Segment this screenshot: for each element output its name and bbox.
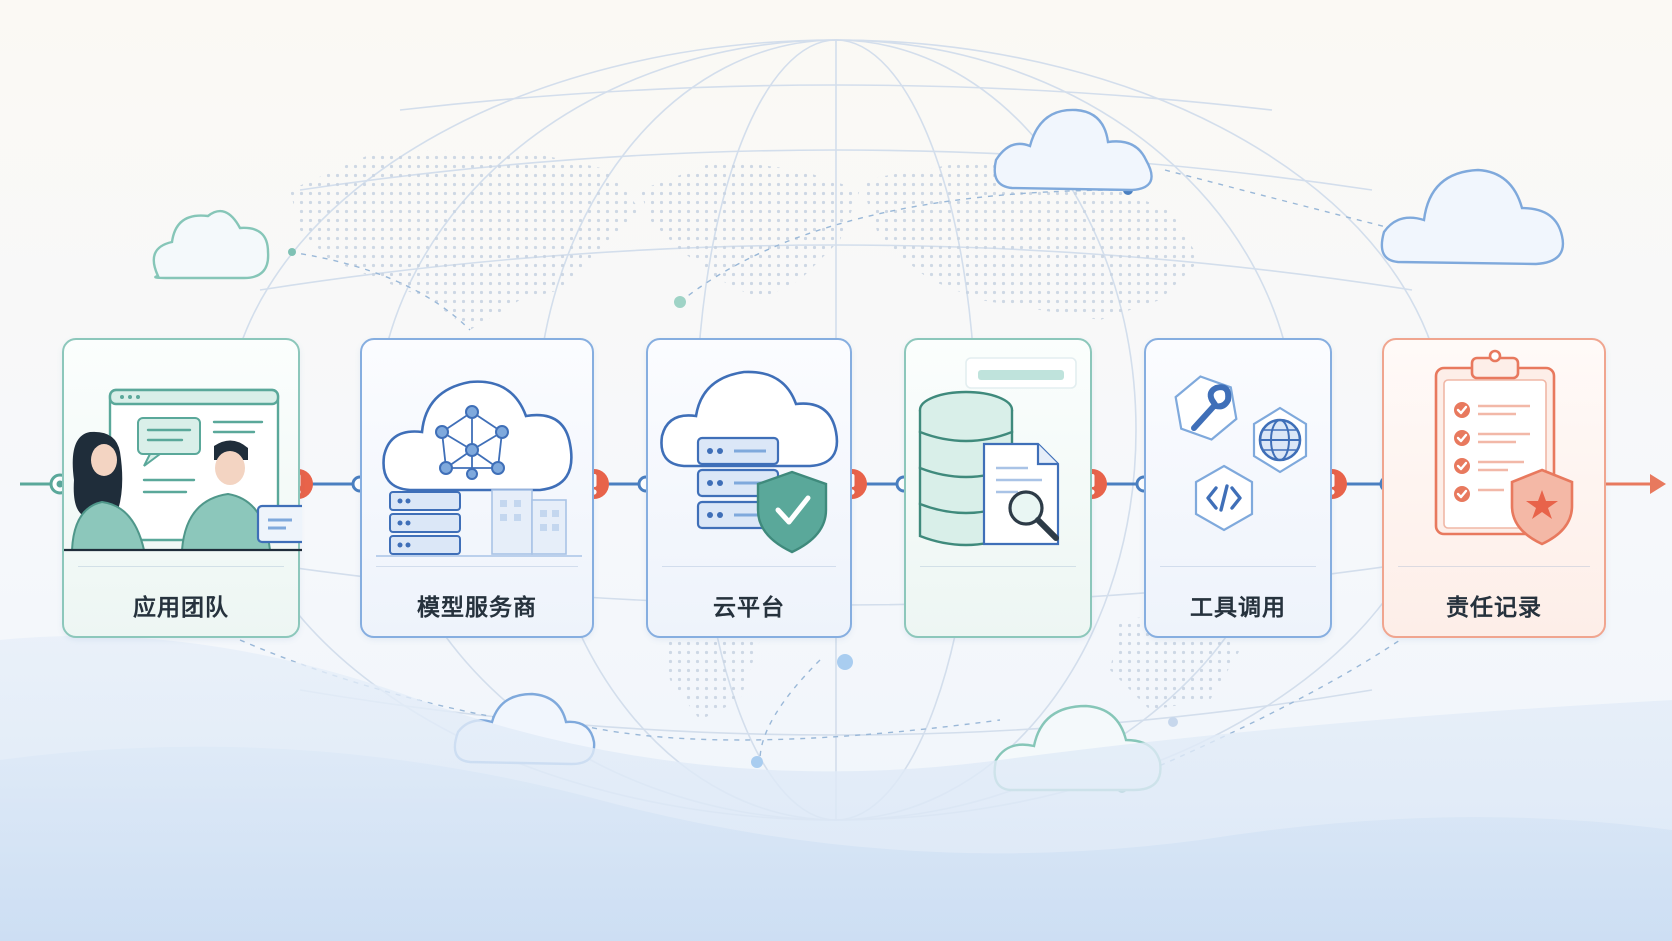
people-at-laptop-icon	[64, 388, 302, 552]
card-divider	[1160, 566, 1316, 567]
wrench-icon	[1174, 375, 1238, 441]
card-divider	[1398, 566, 1590, 567]
cloud-server-shield-icon	[660, 370, 839, 554]
step-card-accountability-record: 责任记录	[1382, 338, 1606, 638]
step-card-data	[904, 338, 1092, 638]
globe-icon	[1252, 406, 1308, 474]
step-label-app-team: 应用团队	[133, 595, 229, 621]
decor-cloud-3	[1380, 168, 1565, 266]
step-label-accountability-record: 责任记录	[1446, 595, 1542, 621]
card-divider	[78, 566, 284, 567]
step-card-tool-call: 工具调用	[1144, 338, 1332, 638]
step-label-cloud-platform: 云平台	[713, 595, 785, 621]
step-card-app-team: 应用团队	[62, 338, 302, 638]
clipboard-checklist-shield-icon	[1434, 349, 1574, 546]
decor-cloud-1	[152, 209, 270, 280]
step-label-model-provider: 模型服务商	[417, 595, 537, 621]
decor-cloud-2	[993, 108, 1153, 192]
database-document-search-icon	[918, 357, 1077, 547]
code-icon	[1194, 464, 1254, 532]
wave-front	[0, 746, 1672, 941]
card-divider	[376, 566, 578, 567]
step-card-model-provider: 模型服务商	[360, 338, 594, 638]
step-card-cloud-platform: 云平台	[646, 338, 852, 638]
card-divider	[662, 566, 836, 567]
step-label-tool-call: 工具调用	[1190, 595, 1286, 621]
card-divider	[920, 566, 1076, 567]
wrench-globe-code-icon	[1174, 375, 1308, 532]
cloud-neural-network-icon	[376, 380, 582, 557]
